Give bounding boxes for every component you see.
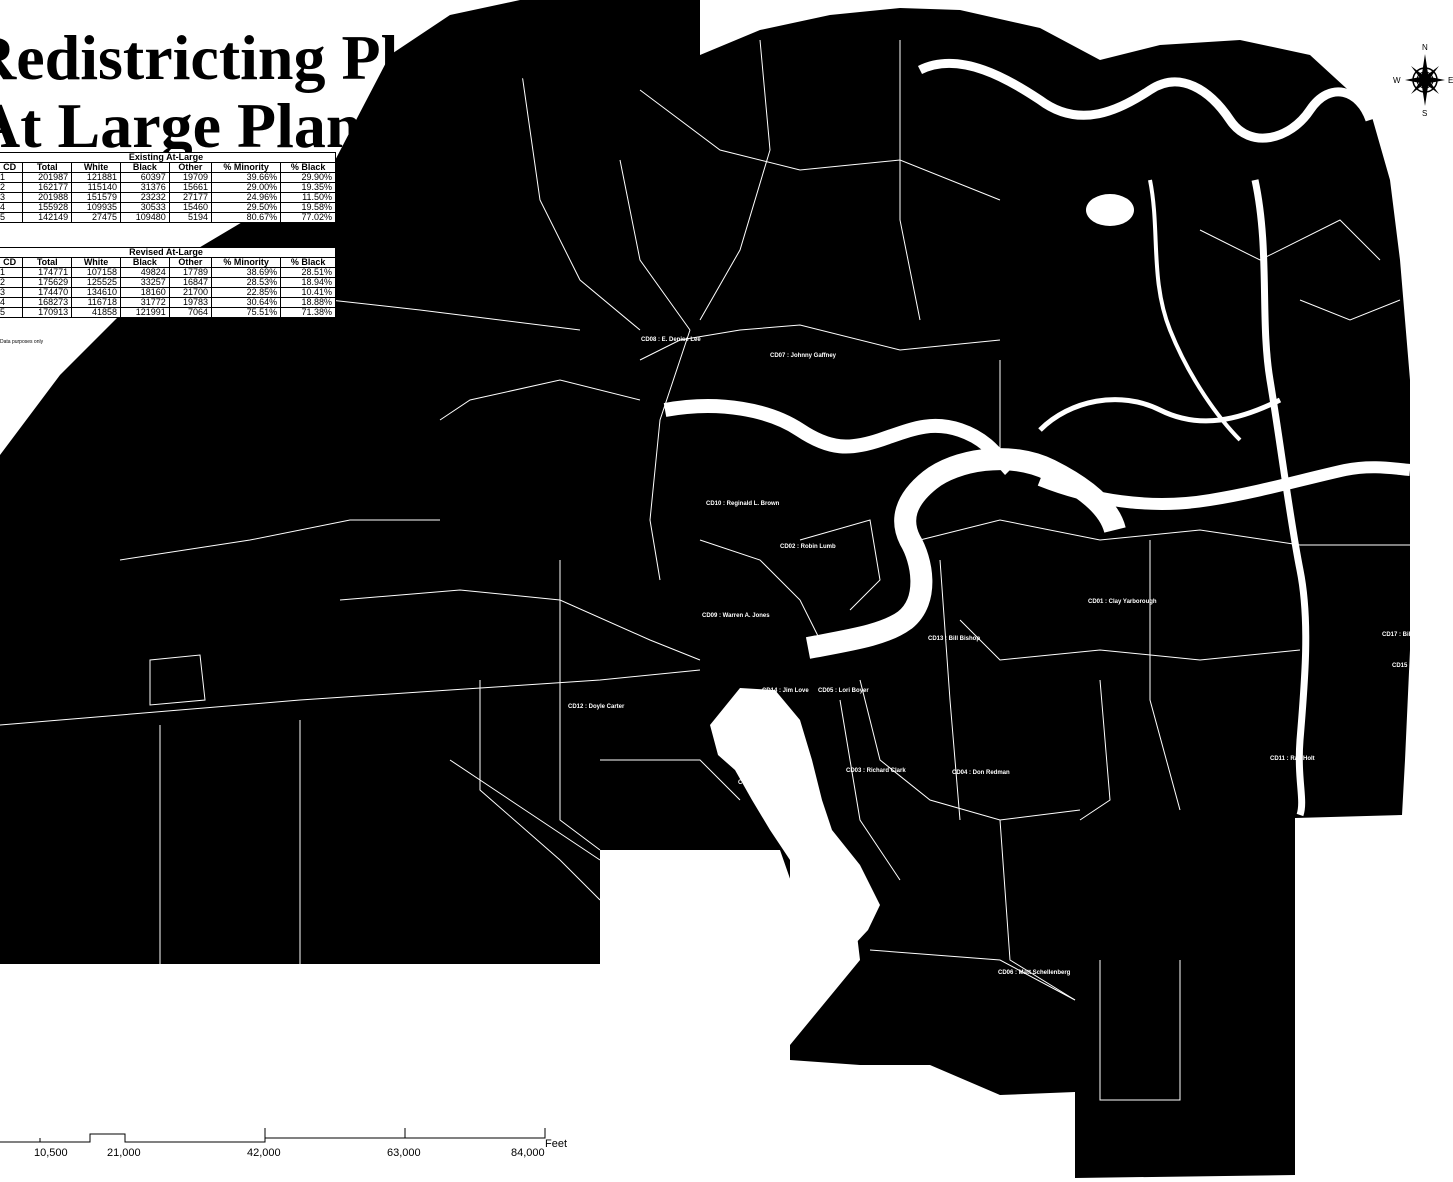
column-header: CD	[0, 162, 24, 173]
column-header: Other	[168, 257, 212, 268]
map-title-line2: At Large Plan A	[0, 90, 421, 161]
scale-tick-label: 21,000	[107, 1147, 141, 1159]
district-label: CD09 : Warren A. Jones	[702, 613, 770, 619]
column-header: % Minority	[210, 257, 282, 268]
column-header: Other	[168, 162, 212, 173]
revised-at-large-table: Revised At-Large CD Total White Black Ot…	[0, 247, 336, 318]
scale-unit-label: Feet	[545, 1138, 568, 1150]
column-header: White	[71, 257, 121, 268]
district-boundaries	[0, 39, 1410, 1101]
water-bodies	[663, 58, 1411, 1095]
district-label: CD13 : Bill Bishop	[928, 636, 980, 642]
st-johns-river-south	[710, 688, 880, 1095]
creek-2	[1148, 179, 1242, 442]
column-header: White	[71, 162, 121, 173]
river-channel-north	[663, 399, 1016, 475]
intracoastal-waterway	[1251, 179, 1310, 817]
district-label: CD14 : Jim Love	[762, 688, 809, 694]
column-header: % Black	[280, 162, 336, 173]
district-label: CD03 : Richard Clark	[846, 768, 906, 774]
compass-n: N	[1422, 43, 1428, 52]
st-johns-river-bend	[805, 448, 1126, 659]
district-label: CD07 : Johnny Gaffney	[770, 353, 837, 359]
column-header: Black	[119, 257, 170, 268]
river-channel-east	[1037, 461, 1411, 510]
map-title-line1: Redistricting Plan 08/8/11	[0, 22, 674, 93]
district-labels: CD17 : Bill Gulliford CD10 : Reginald L.…	[568, 337, 1445, 976]
district-label: CD08 : E. Denise Lee	[641, 337, 701, 343]
scale-tick-label: 42,000	[247, 1147, 281, 1159]
compass-w: W	[1393, 76, 1401, 85]
table-title: Revised At-Large	[0, 247, 336, 258]
creek-1	[1038, 397, 1282, 432]
nassau-river	[917, 58, 1375, 143]
scale-tick-label: 10,500	[34, 1147, 68, 1159]
table-title: Existing At-Large	[0, 152, 336, 163]
district-label: CCAL4 : Greg Anderson	[738, 780, 807, 786]
compass-s: S	[1422, 109, 1427, 118]
column-header: CD	[0, 257, 24, 268]
district-label: CD11 : Ray Holt	[1270, 756, 1315, 762]
scale-tick-label: 63,000	[387, 1147, 421, 1159]
district-label: CD01 : Clay Yarborough	[1088, 599, 1157, 605]
district-label: CD10 : Reginald L. Brown	[706, 501, 780, 507]
table-note: Data purposes only	[0, 339, 44, 345]
existing-at-large-table: Existing At-Large CD Total White Black O…	[0, 152, 336, 223]
column-header: Black	[119, 162, 170, 173]
district-label: CD05 : Lori Boyer	[818, 688, 869, 694]
lake-north	[1086, 194, 1134, 226]
compass-icon: N S W E	[1393, 43, 1453, 118]
compass-e: E	[1448, 76, 1453, 85]
column-header: Total	[22, 257, 73, 268]
county-landmass	[0, 0, 1410, 1178]
district-label: CD02 : Robin Lumb	[780, 544, 836, 550]
district-label: CD17 : Bill Gulliford	[1382, 632, 1439, 638]
district-label: CD04 : Don Redman	[952, 770, 1010, 776]
column-header: % Minority	[210, 162, 282, 173]
column-header: Total	[22, 162, 73, 173]
scale-bar	[0, 1128, 546, 1143]
district-label: CD12 : Doyle Carter	[568, 704, 625, 710]
column-header: % Black	[280, 257, 336, 268]
district-label: CD06 : Matt Schellenberg	[998, 970, 1071, 976]
district-label: CD15 : Denise Lee	[1392, 663, 1445, 669]
scale-tick-label: 84,000	[511, 1147, 545, 1159]
